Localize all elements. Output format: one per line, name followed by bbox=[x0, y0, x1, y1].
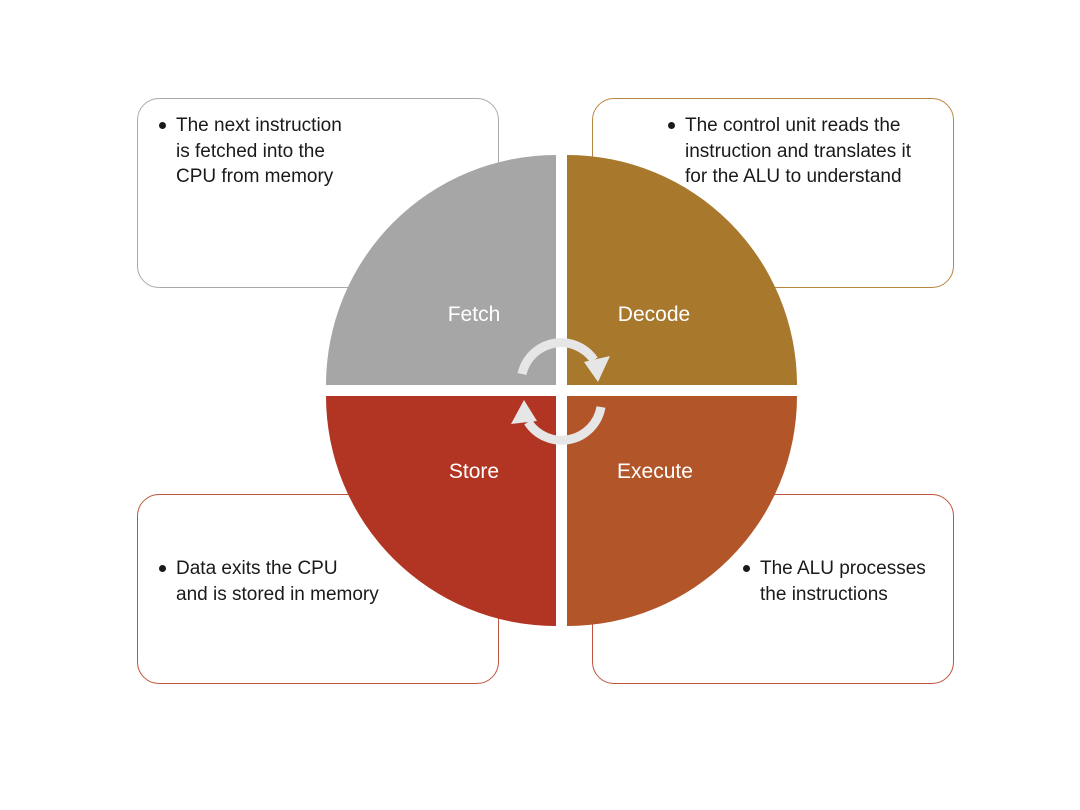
execute-label: Execute bbox=[617, 460, 693, 483]
decode-quadrant bbox=[567, 155, 797, 385]
top-arrow-arc bbox=[517, 338, 598, 376]
decode-description: The control unit reads the instruction a… bbox=[668, 113, 911, 190]
execute-description: The ALU processes the instructions bbox=[743, 556, 926, 607]
fetch-description: The next instruction is fetched into the… bbox=[159, 113, 342, 190]
store-description: Data exits the CPU and is stored in memo… bbox=[159, 556, 379, 607]
bottom-arrowhead bbox=[511, 400, 537, 424]
store-quadrant bbox=[326, 396, 556, 626]
top-arrowhead bbox=[584, 356, 610, 382]
decode-label: Decode bbox=[618, 303, 690, 326]
fetch-label: Fetch bbox=[448, 303, 501, 326]
circular-arrows-icon bbox=[511, 338, 610, 445]
bottom-arrow-arc bbox=[524, 406, 606, 445]
execute-quadrant bbox=[567, 396, 797, 626]
fetch-quadrant bbox=[326, 155, 556, 385]
store-label: Store bbox=[449, 460, 499, 483]
